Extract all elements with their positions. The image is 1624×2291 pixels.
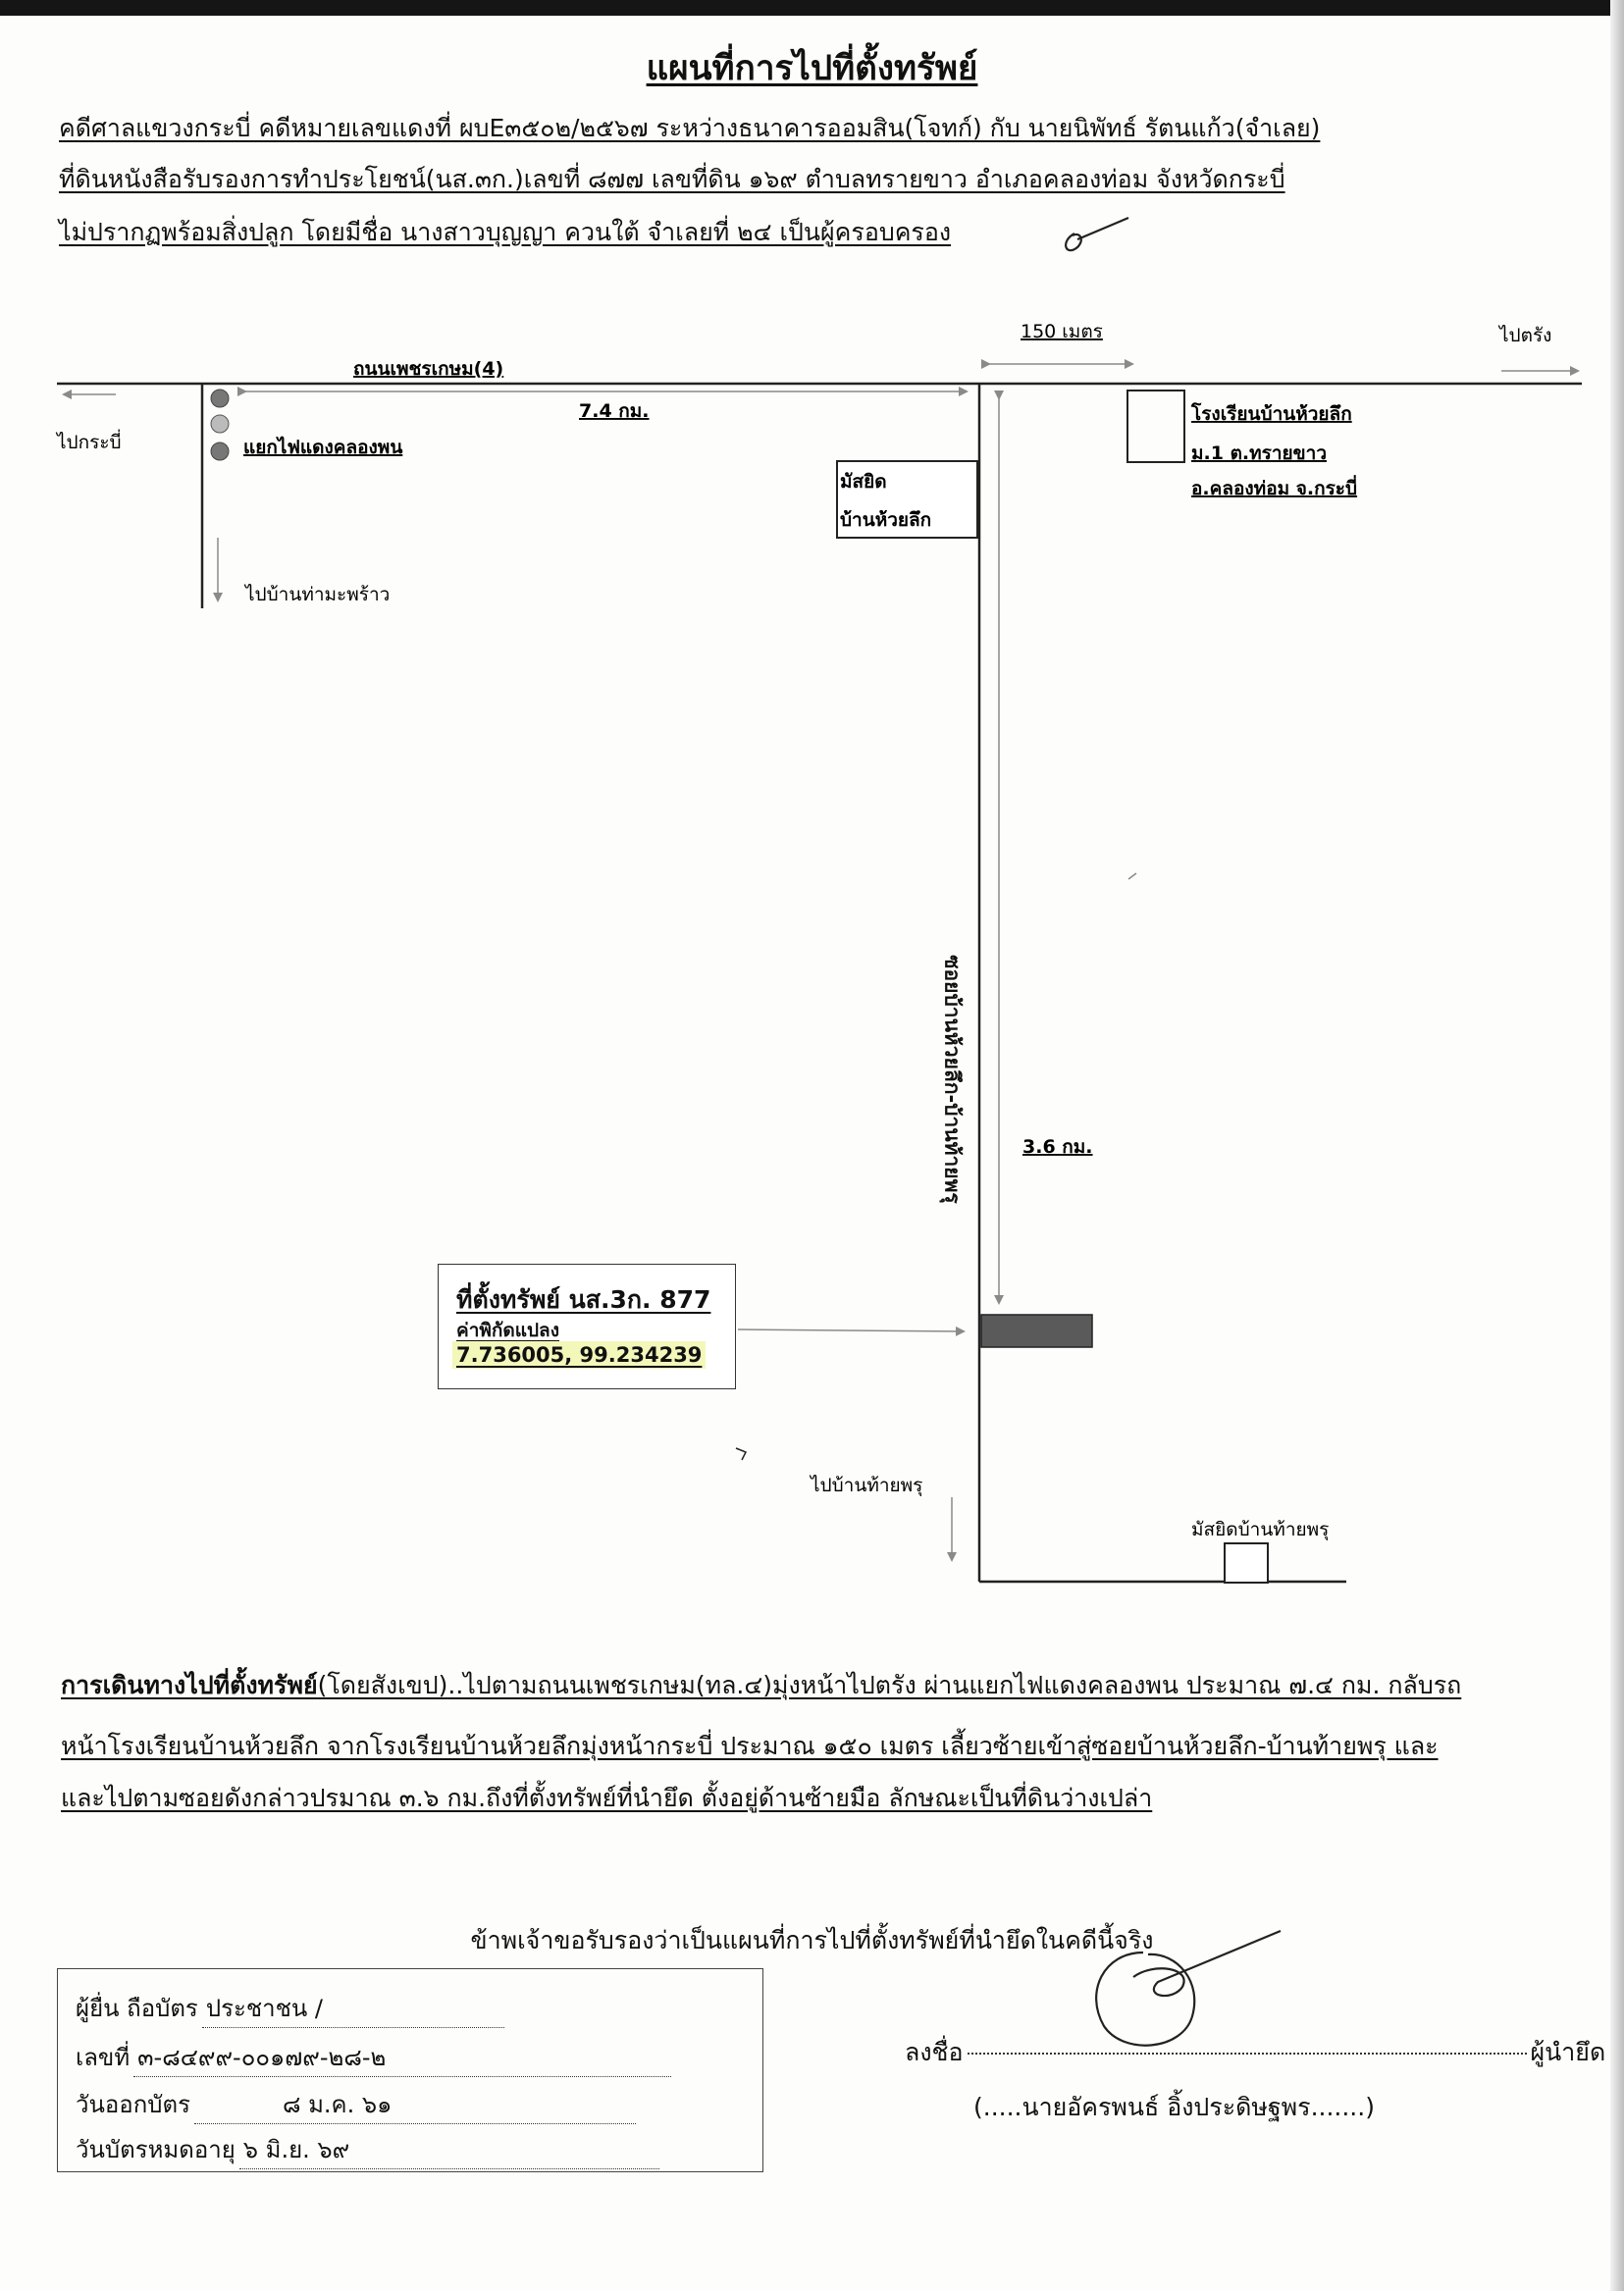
property-title: ที่ตั้งทรัพย์ นส.3ก. 877	[456, 1285, 711, 1314]
property-coordinate-label: ค่าพิกัดแปลง	[456, 1320, 559, 1341]
directions-line-3: และไปตามซอยดังกล่าวปรมาณ ๓.๖ กม.ถึงที่ตั…	[61, 1784, 1153, 1812]
id-label-issue-date: วันออกบัตร	[76, 2091, 190, 2118]
id-value-holder: ประชาชน /	[201, 1989, 504, 2028]
directions-line-1: การเดินทางไปที่ตั้งทรัพย์(โดยสังเขป)..ไป…	[61, 1671, 1461, 1700]
certification-statement: ข้าพเจ้าขอรับรองว่าเป็นแผนที่การไปที่ตั้…	[470, 1926, 1154, 1954]
distance-soi-label: 3.6 กม.	[1022, 1136, 1093, 1158]
mosque-2-building-icon	[1224, 1542, 1269, 1584]
scan-top-edge	[0, 0, 1624, 16]
distance-main-label: 7.4 กม.	[579, 400, 650, 422]
id-value-expiry-date: ๖ มิ.ย. ๖๙	[238, 2130, 659, 2169]
property-block	[980, 1314, 1093, 1348]
signature-role: ผู้นำยึด	[1530, 2038, 1606, 2066]
property-coordinate-value: 7.736005, 99.234239	[452, 1341, 707, 1369]
id-value-number: ๓-๘๔๙๙-๐๐๑๗๙-๒๘-๒	[133, 2038, 672, 2077]
directions-heading-note: (โดยสังเขป)	[317, 1671, 448, 1699]
pen-mark	[735, 1447, 748, 1461]
id-row-number: เลขที่๓-๘๔๙๙-๐๐๑๗๙-๒๘-๒	[76, 2038, 672, 2077]
header-line-1: คดีศาลแขวงกระบี่ คดีหมายเลขแดงที่ ผบE๓๕๐…	[59, 114, 1321, 142]
traffic-light-icon	[210, 389, 230, 461]
school-name-label: โรงเรียนบ้านห้วยลึก	[1190, 402, 1352, 425]
highway-name-label: ถนนเพชรเกษม(4)	[353, 358, 503, 380]
signature-line: ลงชื่อ ผู้นำยึด	[905, 2033, 1605, 2072]
mosque-2-label: มัสยิดบ้านท้ายพรุ	[1191, 1519, 1329, 1541]
school-building-icon	[1126, 390, 1185, 463]
id-value-issue-date: ๘ ม.ค. ๖๑	[193, 2085, 636, 2124]
traffic-light-label: แยกไฟแดงคลองพน	[243, 436, 402, 458]
id-row-issue-date: วันออกบัตร๘ ม.ค. ๖๑	[76, 2085, 636, 2124]
soi-name-label: ซอยบ้านห้วยลึก-บ้านท้ายพรุ	[940, 955, 965, 1204]
id-row-expiry-date: วันบัตรหมดอายุ๖ มิ.ย. ๖๙	[76, 2130, 659, 2169]
id-label-holder: ผู้ยื่น ถือบัตร	[76, 1995, 198, 2022]
mosque-1-box	[836, 460, 978, 539]
arrow-to-property	[737, 1326, 966, 1336]
initials-mark	[1065, 216, 1129, 252]
signature-label: ลงชื่อ	[905, 2038, 964, 2066]
mosque-1-label-line1: มัสยิด	[840, 471, 887, 493]
directions-line-2: หน้าโรงเรียนบ้านห้วยลึก จากโรงเรียนบ้านห…	[61, 1732, 1439, 1760]
to-krabi-label: ไปกระบี่	[55, 429, 122, 453]
distance-school-label: 150 เมตร	[1021, 321, 1103, 342]
signature-mark	[1095, 1929, 1282, 2047]
page-title: แผนที่การไปที่ตั้งทรัพย์	[646, 49, 978, 88]
school-district-label: อ.คลองท่อม จ.กระบี่	[1191, 475, 1357, 499]
school-village-label: ม.1 ต.ทรายขาว	[1191, 443, 1327, 464]
property-info-box: ที่ตั้งทรัพย์ นส.3ก. 877 ค่าพิกัดแปลง 7.…	[438, 1264, 736, 1389]
id-card-box: ผู้ยื่น ถือบัตรประชาชน / เลขที่๓-๘๔๙๙-๐๐…	[57, 1968, 763, 2172]
header-line-3: ไม่ปรากฏพร้อมสิ่งปลูก โดยมีชื่อ นางสาวบุ…	[59, 218, 952, 246]
to-tha-maphrao-label: ไปบ้านท่ามะพร้าว	[243, 584, 390, 605]
mosque-1-label-line2: บ้านห้วยลึก	[840, 509, 931, 531]
directions-heading: การเดินทางไปที่ตั้งทรัพย์	[61, 1671, 318, 1699]
scan-right-edge	[1610, 0, 1624, 2291]
pen-mark	[1127, 872, 1137, 880]
id-label-expiry-date: วันบัตรหมดอายุ	[76, 2136, 236, 2163]
header-line-2: ที่ดินหนังสือรับรองการทำประโยชน์(นส.๓ก.)…	[59, 165, 1285, 193]
to-thai-phru-label: ไปบ้านท้ายพรุ	[809, 1475, 922, 1497]
directions-text-1: ..ไปตามถนนเพชรเกษม(ทล.๔)มุ่งหน้าไปตรัง ผ…	[447, 1671, 1462, 1699]
signature-dots	[967, 2053, 1527, 2055]
id-label-number: เลขที่	[76, 2044, 131, 2071]
signer-name: (.....นายอัครพนธ์ อิ้งประดิษฐพร.......)	[973, 2093, 1375, 2121]
to-trang-label: ไปตรัง	[1497, 325, 1551, 346]
id-row-holder: ผู้ยื่น ถือบัตรประชาชน /	[76, 1989, 504, 2028]
